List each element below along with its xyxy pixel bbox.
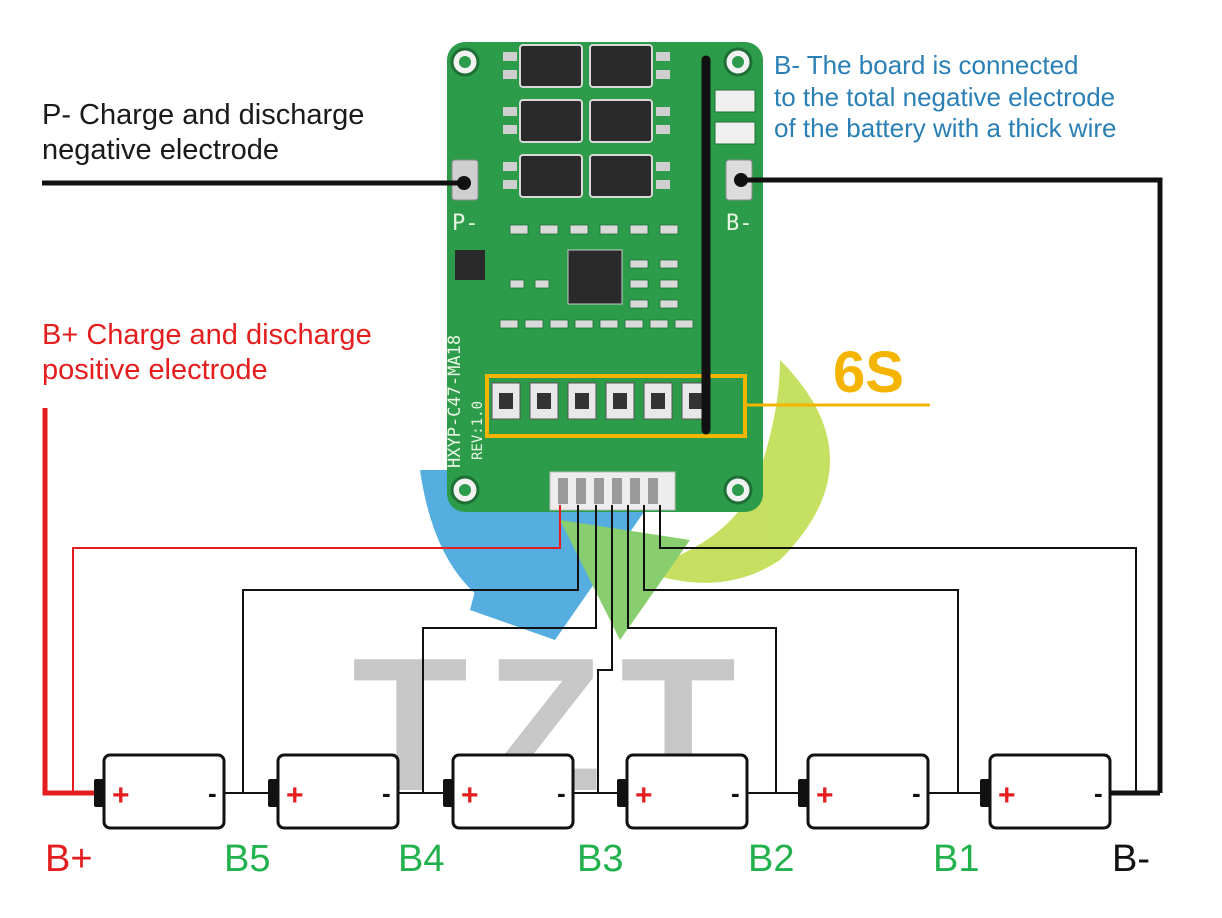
pad-label-b: B- [726,211,753,236]
node-label-b5: B5 [224,838,271,880]
p-minus-label-line: negative electrode [42,134,279,167]
svg-text:-: - [382,778,391,808]
b-plus-label-line: B+ Charge and discharge [42,319,372,351]
node-label-b1: B1 [933,838,980,880]
battery-cell-icon: + - [268,753,400,830]
wire-b3 [597,505,613,793]
battery-cell-icon: + - [617,753,749,830]
battery-cell-icon: + - [443,753,575,830]
pad-label-p: P- [452,211,479,236]
b-minus-note-line: B- The board is connected [774,50,1079,80]
svg-text:+: + [461,779,479,812]
svg-text:+: + [286,779,304,812]
svg-text:-: - [912,778,921,808]
svg-text:+: + [816,779,834,812]
wire-b5 [242,505,579,793]
b-plus-thick-wire [42,408,100,796]
p-minus-label-line: P- Charge and discharge [42,99,365,131]
bms-board: P- B- [445,42,763,512]
battery-cell-icon: + - [798,753,930,830]
board-rev: REV:1.0 [470,401,486,460]
swoosh-green [640,360,830,583]
svg-text:+: + [112,779,130,812]
six-s-label: 6S [833,340,904,405]
balance-resistors [491,382,711,420]
b-plus-label-line: positive electrode [42,354,268,387]
mount-holes [450,47,753,505]
svg-text:-: - [731,778,740,808]
wire-b4 [422,505,597,793]
node-label-b2: B2 [748,838,795,880]
svg-text:-: - [208,778,217,808]
passive-components [499,224,694,329]
node-label-b-minus: B- [1112,838,1150,880]
node-label-b4: B4 [398,838,445,880]
mosfet-array [503,44,670,198]
b-plus-label: B+ Charge and discharge positive electro… [42,318,372,389]
node-label-b-plus: B+ [45,838,93,880]
b-minus-note-line: of the battery with a thick wire [774,113,1117,144]
svg-text:+: + [998,779,1016,812]
inductor [455,250,485,280]
sense-resistors [714,89,756,145]
balance-wires [72,505,1137,793]
wire-b-plus [72,505,561,793]
node-label-b3: B3 [577,838,624,880]
battery-cell-icon: + - [94,753,226,830]
swoosh-green-arrow [560,520,690,640]
battery-cell-icon: + - [980,753,1112,830]
b-minus-note-line: to the total negative electrode [774,81,1116,112]
controller-ic [567,249,623,305]
svg-text:+: + [635,779,653,812]
battery-cells: + - + - + - + - + - [94,753,1112,830]
b-minus-thick-wire [741,177,1163,793]
b-minus-note: B- The board is connected to the total n… [774,50,1116,145]
wire-b-minus [659,505,1137,793]
p-minus-label: P- Charge and discharge negative electro… [42,98,364,169]
board-model: HXYP-C47-MA18 [445,335,465,468]
wire-b2 [627,505,777,793]
lead-lines [42,173,1163,793]
svg-text:-: - [1094,778,1103,808]
svg-text:-: - [557,778,566,808]
wire-b1 [643,505,959,793]
